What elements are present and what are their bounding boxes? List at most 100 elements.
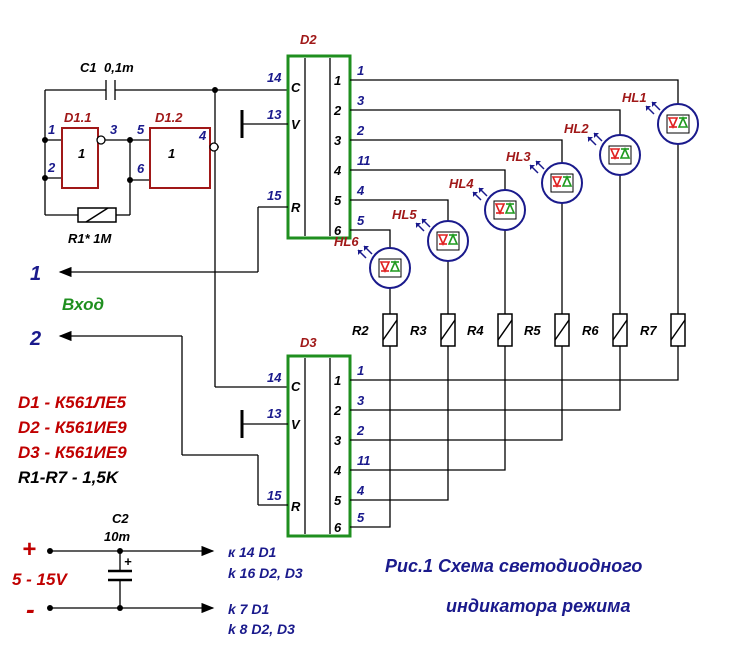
d2-output-index: 3 bbox=[334, 133, 342, 148]
pin-c: C bbox=[291, 379, 301, 394]
gate-symbol: 1 bbox=[78, 146, 85, 161]
parts-list: D1 - К561ЛЕ5 D2 - К561ИЕ9 D3 - К561ИЕ9 R… bbox=[18, 393, 127, 487]
junction-dot bbox=[212, 87, 218, 93]
output-wire bbox=[350, 346, 679, 381]
power-minus-note-2: k 8 D2, D3 bbox=[228, 621, 295, 637]
c2-label: C2 bbox=[112, 511, 129, 526]
d2-output-pin: 5 bbox=[357, 213, 365, 228]
led-4: HL4 bbox=[449, 176, 526, 231]
led-label: HL3 bbox=[506, 149, 531, 164]
pin-number: 15 bbox=[267, 188, 282, 203]
inverter-bubble bbox=[96, 135, 106, 145]
pin-number: 1 bbox=[48, 122, 55, 137]
resistor-5: R4 bbox=[467, 313, 513, 347]
inputs: 1 2 Вход bbox=[29, 263, 258, 350]
inverter-bubble bbox=[209, 142, 219, 152]
pin-number: 5 bbox=[137, 122, 145, 137]
gate-d1-1 bbox=[61, 127, 99, 189]
d3-output-index: 6 bbox=[334, 520, 342, 535]
gate-symbol: 1 bbox=[168, 146, 175, 161]
junction-dot bbox=[42, 137, 48, 143]
resistor-7: R2 bbox=[352, 313, 398, 347]
power-minus: - bbox=[26, 594, 35, 624]
resistor-label: R3 bbox=[410, 323, 427, 338]
d2-output-pin: 4 bbox=[356, 183, 365, 198]
pin-number: 3 bbox=[110, 122, 118, 137]
d3-output-index: 5 bbox=[334, 493, 342, 508]
led-6: HL6 bbox=[334, 234, 411, 289]
power-voltage: 5 - 15V bbox=[12, 570, 68, 589]
led-2: HL2 bbox=[564, 121, 641, 176]
pin-r: R bbox=[291, 200, 301, 215]
pin-number: 4 bbox=[198, 128, 207, 143]
d3-output-pin: 4 bbox=[356, 483, 365, 498]
d2-output-pin: 2 bbox=[356, 123, 365, 138]
part-r: R1-R7 - 1,5K bbox=[18, 468, 120, 487]
power-plus: + bbox=[22, 536, 36, 563]
pin-number: 6 bbox=[137, 161, 145, 176]
junction-dot bbox=[127, 177, 133, 183]
resistor-label: R7 bbox=[640, 323, 657, 338]
output-wire bbox=[350, 109, 621, 135]
d2-output-index: 5 bbox=[334, 193, 342, 208]
resistor-3: R6 bbox=[582, 313, 628, 347]
led-1: HL1 bbox=[622, 90, 699, 145]
d3-output-pin: 2 bbox=[356, 423, 365, 438]
output-wiring bbox=[350, 79, 679, 528]
output-wire bbox=[350, 346, 563, 441]
gate-d1-2 bbox=[149, 127, 211, 189]
pin-number: 14 bbox=[267, 370, 282, 385]
counter-d2: D2 C V R 14 13 15 bbox=[240, 32, 352, 272]
output-wire bbox=[350, 346, 449, 501]
part-d2: D2 - К561ИЕ9 bbox=[18, 418, 127, 437]
pin-number: 13 bbox=[267, 406, 282, 421]
c1-value: 0,1m bbox=[104, 60, 134, 75]
chip-d3-outline bbox=[286, 354, 352, 538]
output-wire bbox=[350, 346, 391, 528]
d3-output-pin: 5 bbox=[357, 510, 365, 525]
pin-v: V bbox=[291, 117, 301, 132]
resistor-label: R4 bbox=[467, 323, 484, 338]
pin-c: C bbox=[291, 80, 301, 95]
chip-label-d2: D2 bbox=[300, 32, 317, 47]
gate-label-d1-1: D1.1 bbox=[64, 110, 91, 125]
r1-label: R1* 1M bbox=[68, 231, 113, 246]
d3-output-index: 2 bbox=[333, 403, 342, 418]
power-minus-note-1: k 7 D1 bbox=[228, 601, 269, 617]
led-label: HL4 bbox=[449, 176, 474, 191]
d2-output-pin: 1 bbox=[357, 63, 364, 78]
led-label: HL1 bbox=[622, 90, 647, 105]
output-wire bbox=[350, 229, 391, 248]
d2-output-pin: 11 bbox=[357, 153, 371, 168]
resistor-4: R5 bbox=[524, 313, 570, 347]
d3-output-index: 1 bbox=[334, 373, 341, 388]
d2-output-index: 4 bbox=[333, 163, 342, 178]
d3-output-pin: 3 bbox=[357, 393, 365, 408]
resistor-array: R7 R6 R5 R4 R3 R2 bbox=[352, 313, 686, 347]
pin-r: R bbox=[291, 499, 301, 514]
counter-d3: D3 C V R 14 13 1 5 bbox=[181, 335, 352, 538]
chip-label-d3: D3 bbox=[300, 335, 317, 350]
output-wire bbox=[350, 346, 621, 411]
output-wire bbox=[350, 199, 449, 221]
d3-output-pin: 11 bbox=[357, 453, 371, 468]
led-label: HL6 bbox=[334, 234, 359, 249]
led-5: HL5 bbox=[392, 207, 469, 262]
pin-v: V bbox=[291, 417, 301, 432]
c2-value: 10m bbox=[104, 529, 130, 544]
power-section: + C2 10m + 5 - 15V - к 14 D1 k 16 D2, D3… bbox=[12, 511, 303, 637]
oscillator-section: 1 1 D1.1 D1.2 1 2 3 5 6 4 C1 0,1m R1* 1M bbox=[42, 60, 288, 388]
part-d3: D3 - К561ИЕ9 bbox=[18, 443, 127, 462]
input-2-number: 2 bbox=[29, 328, 41, 350]
c2-plus: + bbox=[124, 554, 132, 569]
d3-output-index: 3 bbox=[334, 433, 342, 448]
output-wire bbox=[350, 169, 506, 190]
d2-output-index: 2 bbox=[333, 103, 342, 118]
output-wire bbox=[350, 79, 679, 104]
d3-output-index: 4 bbox=[333, 463, 342, 478]
resistor-2: R7 bbox=[640, 313, 686, 347]
resistor-6: R3 bbox=[410, 313, 456, 347]
d2-output-pin: 3 bbox=[357, 93, 365, 108]
pin-number: 2 bbox=[47, 160, 56, 175]
